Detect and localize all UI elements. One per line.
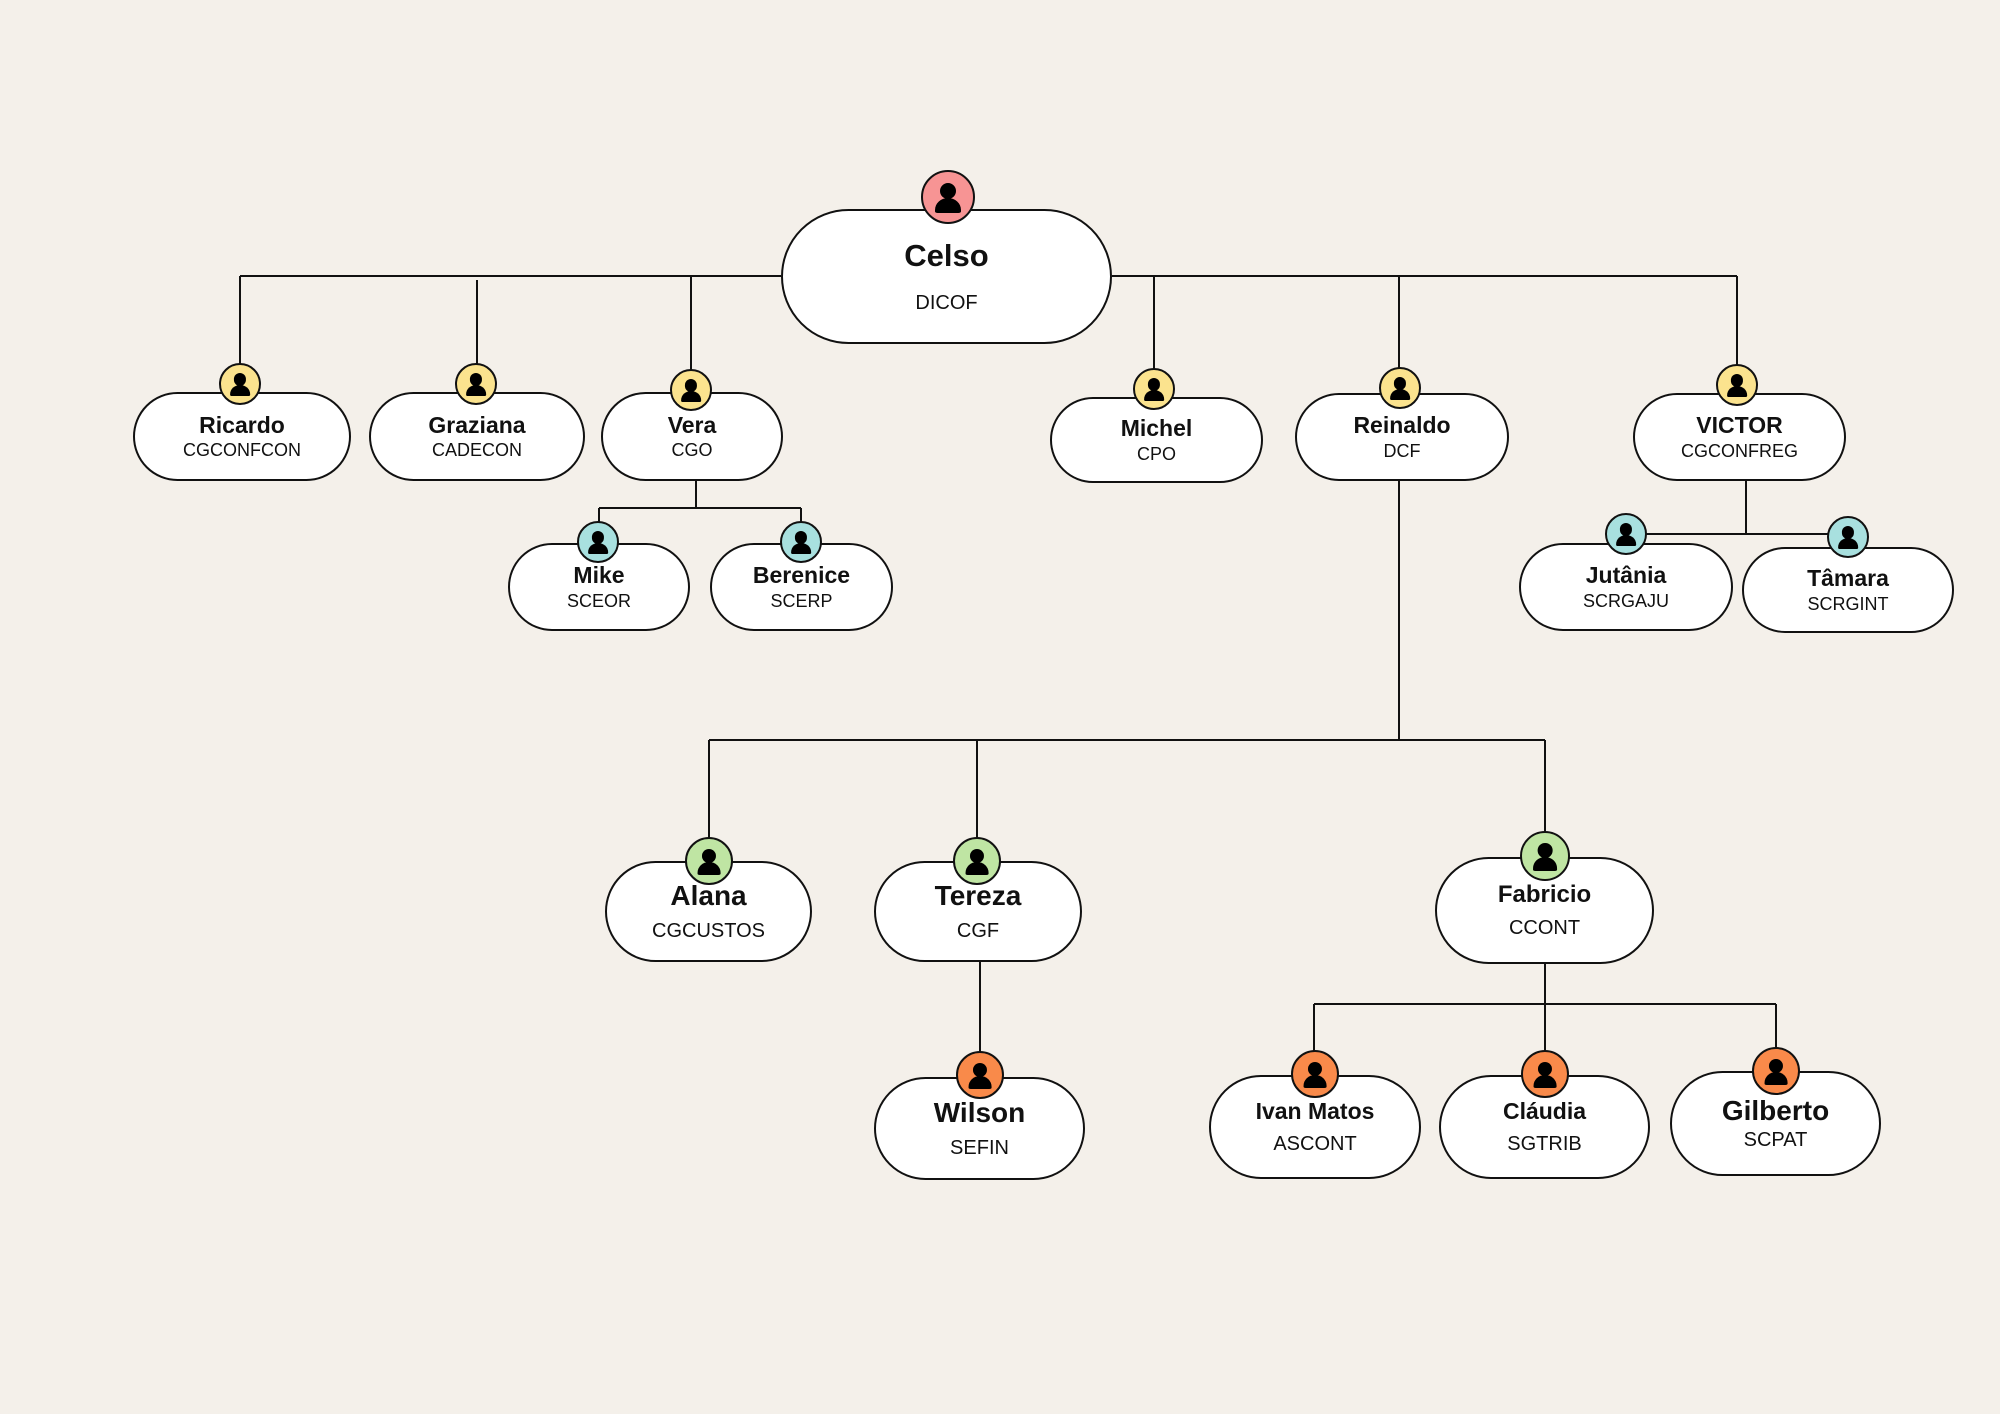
- person-icon: [956, 1051, 1004, 1099]
- node-name: Ivan Matos: [1255, 1098, 1375, 1125]
- node-unit: CPO: [1136, 443, 1176, 464]
- node-unit: CADECON: [431, 440, 522, 461]
- node-name: Michel: [1120, 415, 1193, 442]
- node-name: Jutânia: [1585, 562, 1667, 589]
- node-name: Ricardo: [199, 411, 285, 438]
- node-name: Berenice: [752, 562, 851, 589]
- node-jutania[interactable]: Jutânia SCRGAJU: [1519, 543, 1733, 631]
- node-unit: SGTRIB: [1507, 1132, 1582, 1155]
- person-icon: [685, 837, 733, 885]
- node-claudia[interactable]: Cláudia SGTRIB: [1439, 1075, 1650, 1179]
- person-icon: [921, 170, 975, 224]
- connector: [1313, 964, 1777, 1074]
- person-icon: [1133, 368, 1175, 410]
- connector: [598, 481, 802, 542]
- person-icon: [780, 521, 822, 563]
- node-name: Mike: [573, 562, 625, 589]
- person-icon: [219, 363, 261, 405]
- node-name: Tereza: [934, 879, 1022, 911]
- node-alana[interactable]: Alana CGCUSTOS: [605, 861, 812, 962]
- person-icon: [1827, 516, 1869, 558]
- node-unit: CGCONFCON: [183, 440, 301, 461]
- node-name: VICTOR: [1696, 412, 1783, 439]
- node-tereza[interactable]: Tereza CGF: [874, 861, 1082, 962]
- person-icon: [1605, 513, 1647, 555]
- node-unit: SCRGAJU: [1582, 590, 1669, 611]
- node-name: Cláudia: [1502, 1098, 1587, 1125]
- node-name: Celso: [904, 238, 989, 274]
- node-celso[interactable]: Celso DICOF: [781, 209, 1112, 344]
- node-michel[interactable]: Michel CPO: [1050, 397, 1263, 483]
- node-name: Alana: [670, 879, 747, 911]
- person-icon: [1716, 364, 1758, 406]
- node-name: Graziana: [428, 411, 526, 438]
- node-tamara[interactable]: Tâmara SCRGINT: [1742, 547, 1954, 633]
- node-unit: CCONT: [1508, 916, 1581, 939]
- node-unit: DCF: [1383, 440, 1421, 461]
- node-name: Reinaldo: [1353, 412, 1451, 439]
- node-unit: DICOF: [915, 291, 978, 314]
- node-unit: ASCONT: [1273, 1132, 1357, 1155]
- node-name: Tâmara: [1807, 565, 1889, 592]
- connector: [1626, 481, 1848, 535]
- node-victor[interactable]: VICTOR CGCONFREG: [1633, 393, 1846, 481]
- person-icon: [1521, 1050, 1569, 1098]
- node-unit: SCPAT: [1743, 1129, 1808, 1152]
- node-name: Gilberto: [1721, 1094, 1830, 1126]
- connector: [239, 276, 1738, 390]
- person-icon: [1520, 831, 1570, 881]
- node-unit: SCRGINT: [1807, 593, 1889, 614]
- connector: [708, 481, 1546, 861]
- node-unit: SCERP: [770, 590, 833, 611]
- node-name: Fabricio: [1497, 881, 1592, 909]
- person-icon: [1379, 367, 1421, 409]
- node-unit: SEFIN: [950, 1137, 1009, 1160]
- node-ricardo[interactable]: Ricardo CGCONFCON: [133, 392, 351, 481]
- node-unit: CGF: [956, 920, 1000, 943]
- node-name: Vera: [667, 411, 717, 438]
- node-unit: SCEOR: [566, 590, 631, 611]
- person-icon: [577, 521, 619, 563]
- node-unit: CGO: [671, 440, 713, 461]
- person-icon: [1752, 1047, 1800, 1095]
- node-name: Wilson: [933, 1096, 1026, 1128]
- node-unit: CGCONFREG: [1681, 440, 1798, 461]
- person-icon: [1291, 1050, 1339, 1098]
- person-icon: [670, 369, 712, 411]
- person-icon: [455, 363, 497, 405]
- node-unit: CGCUSTOS: [652, 920, 765, 943]
- person-icon: [953, 837, 1001, 885]
- node-graziana[interactable]: Graziana CADECON: [369, 392, 585, 481]
